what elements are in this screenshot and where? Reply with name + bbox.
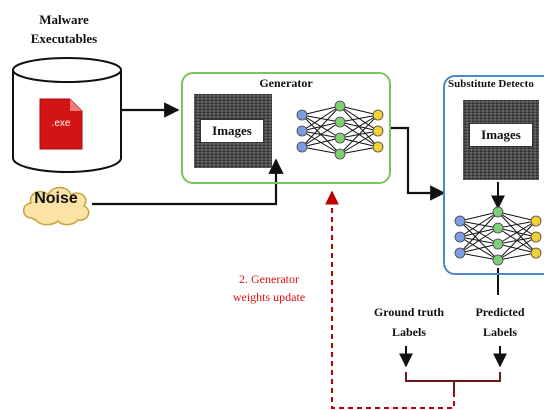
malware-title-line1: Malware — [39, 12, 89, 27]
noise-label: Noise — [34, 190, 78, 207]
loss-bracket — [405, 372, 501, 382]
substitute-detector-box — [443, 75, 544, 275]
noise-to-generator-arrow — [92, 158, 284, 206]
predicted-line2: Labels — [482, 325, 517, 339]
generator-neural-network-icon — [296, 100, 384, 160]
ground-truth-labels: Ground truth Labels — [364, 302, 454, 342]
ground-truth-line1: Ground truth — [373, 305, 445, 319]
detector-images-label: Images — [469, 123, 533, 147]
feedback-line2: weights update — [232, 290, 306, 304]
generator-title: Generator — [259, 76, 313, 90]
exe-file-icon — [39, 98, 83, 150]
exe-file-label: .exe — [51, 118, 71, 129]
feedback-line1: 2. Generator — [239, 272, 299, 286]
malware-executables-title: Malware Executables — [8, 10, 120, 48]
generator-images-label: Images — [200, 119, 264, 143]
ground-truth-line2: Labels — [391, 325, 426, 339]
generator-box — [181, 72, 391, 184]
feedback-arrow — [325, 190, 455, 409]
generator-to-detector-arrow — [390, 126, 446, 201]
detector-neural-network-icon — [454, 206, 542, 266]
predicted-labels: Predicted Labels — [462, 302, 538, 342]
malware-title-line2: Executables — [30, 31, 98, 46]
predicted-line1: Predicted — [475, 305, 525, 319]
substitute-detector-title: Substitute Detecto — [448, 78, 534, 90]
generator-weights-update-label: 2. Generator weights update — [214, 270, 324, 306]
noise-cloud-icon — [22, 186, 90, 226]
